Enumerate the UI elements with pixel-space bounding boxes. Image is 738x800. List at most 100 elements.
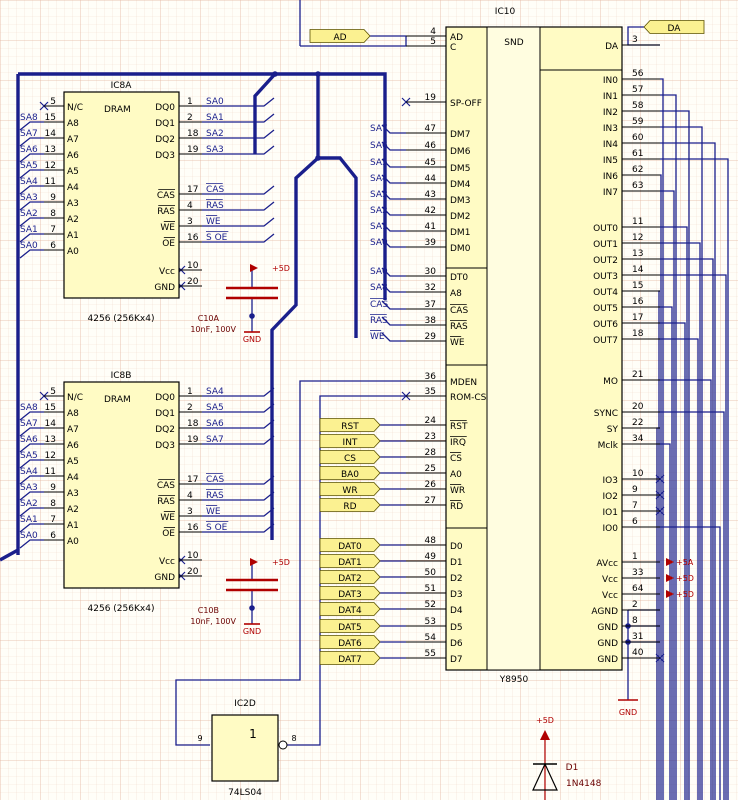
net-label: SA2 — [370, 206, 388, 216]
net-label: WE — [370, 332, 385, 342]
port-flag-ad — [309, 29, 371, 43]
pin-name: RD — [450, 502, 463, 512]
dram-part-label: 4256 (256Kx4) — [88, 604, 155, 614]
pin-number: 58 — [632, 101, 644, 111]
pin-name: IN7 — [603, 188, 618, 198]
pin-number: 39 — [425, 238, 437, 248]
net-label: SA3 — [206, 145, 224, 155]
control-bus — [270, 74, 320, 540]
signal-wire — [660, 379, 712, 800]
pin-number: 41 — [425, 222, 436, 232]
pin-number: 5 — [50, 387, 56, 397]
bus-entry-wire — [19, 185, 44, 195]
pin-name: DM2 — [450, 212, 470, 222]
pin-name: IN3 — [603, 124, 618, 134]
net-label: SA6 — [206, 419, 224, 429]
pin-name: A1 — [67, 521, 79, 531]
pin-number: 19 — [187, 145, 199, 155]
net-label: SA8 — [20, 403, 38, 413]
bus-entry-wire — [381, 124, 406, 134]
pin-number: 2 — [187, 113, 193, 123]
pin-name: CS — [450, 454, 462, 464]
net-label: SA3 — [20, 193, 38, 203]
pin-name: IN4 — [603, 140, 618, 150]
pin-number: 56 — [632, 69, 644, 79]
signal-wire — [660, 78, 664, 800]
pin-number: 63 — [632, 181, 643, 191]
pin-name: D4 — [450, 606, 463, 616]
y8950-reference: IC10 — [495, 7, 516, 17]
port-flag-rd-label: RD — [343, 502, 356, 512]
net-label: WE — [206, 217, 221, 227]
pin-number: 40 — [632, 648, 644, 658]
pin-name: GND — [154, 283, 175, 293]
pin-number: 3 — [632, 35, 638, 45]
pin-name: A0 — [67, 247, 79, 257]
pin-number: 59 — [632, 117, 644, 127]
pin-name: DQ0 — [155, 393, 175, 403]
pin-number: 49 — [425, 552, 437, 562]
pin-name: DM1 — [450, 228, 470, 238]
net-label: CAS — [206, 185, 224, 195]
pin-name: DQ1 — [155, 119, 175, 129]
bus-entry-wire — [19, 249, 44, 259]
signal-wire — [660, 242, 701, 800]
pin-name: CAS — [157, 481, 175, 491]
net-label: SA5 — [206, 403, 224, 413]
cap-value: 10nF, 100V — [190, 617, 236, 626]
signal-wire — [660, 338, 699, 800]
dram-body — [63, 381, 180, 589]
pin-name: IO2 — [603, 492, 618, 502]
pin-name: OUT4 — [593, 288, 618, 298]
port-flag-cs — [319, 450, 381, 464]
net-label: SA2 — [20, 499, 38, 509]
pin-number: 12 — [45, 451, 56, 461]
port-flag-data — [319, 538, 381, 552]
bus-entry-wire — [19, 459, 44, 469]
pin-name: SP-OFF — [450, 99, 482, 109]
pin-number: 15 — [632, 281, 643, 291]
pin-number: 25 — [425, 464, 436, 474]
pin-name: OUT6 — [593, 320, 618, 330]
port-flag-data-label: DAT4 — [338, 606, 362, 616]
pin-number: 8 — [50, 209, 56, 219]
pin-name: D1 — [450, 558, 463, 568]
port-flag-int — [319, 434, 381, 448]
port-flag-rd — [319, 498, 381, 512]
pin-name: DT0 — [450, 273, 468, 283]
pin-number: 20 — [187, 277, 199, 287]
pin-number: 45 — [425, 158, 436, 168]
pin-name: A0 — [450, 470, 462, 480]
pin-number: 10 — [187, 261, 199, 271]
pin-number: 31 — [632, 632, 643, 642]
pin-number: 16 — [187, 233, 199, 243]
port-flag-data — [319, 554, 381, 568]
signal-wire — [660, 190, 675, 800]
pin-name: OE — [162, 239, 175, 249]
pin-number: 46 — [425, 141, 437, 151]
pin-name: IN0 — [603, 76, 618, 86]
bus-entry-wire — [19, 201, 44, 211]
signal-wire — [202, 201, 275, 211]
pin-number: 20 — [187, 567, 199, 577]
pin-name: GND — [597, 655, 618, 665]
pin-name: WE — [160, 223, 175, 233]
port-flag-data-label: DAT3 — [338, 590, 361, 600]
pin-name: A8 — [450, 289, 462, 299]
bus-entry-wire — [19, 121, 44, 131]
bus-entry-wire — [19, 443, 44, 453]
bus-entry-wire — [19, 153, 44, 163]
pin-number: 9 — [50, 193, 56, 203]
power-label: +5A — [676, 558, 694, 567]
net-label: SA6 — [20, 435, 38, 445]
pin-number: 3 — [187, 507, 193, 517]
pin-name: OUT0 — [593, 224, 618, 234]
pin-number: 53 — [425, 617, 436, 627]
pin-number: 18 — [632, 329, 644, 339]
pin-name: IO0 — [603, 524, 619, 534]
bus-entry-wire — [381, 222, 406, 232]
pin-name: Vcc — [602, 575, 618, 585]
pin-number: 12 — [45, 161, 56, 171]
